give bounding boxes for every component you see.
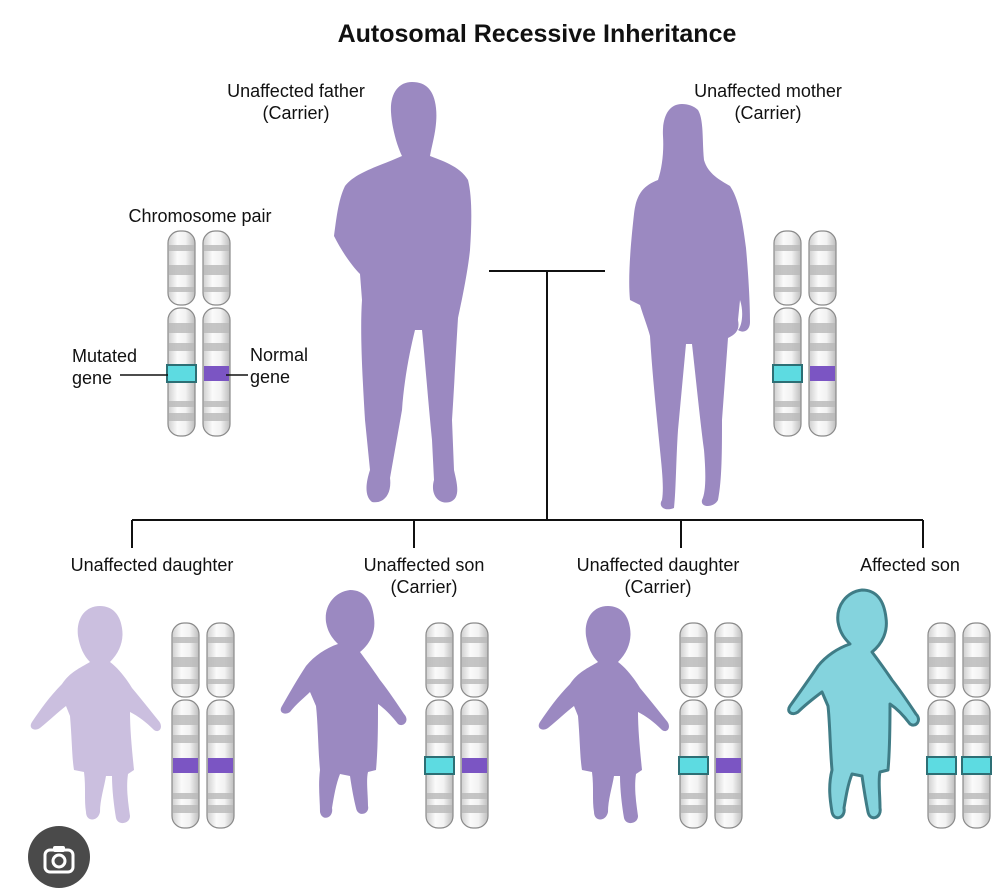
mutated-gene-label-line2: gene <box>72 368 113 388</box>
normal-gene-label: Normal gene <box>250 344 308 388</box>
mutated-gene-band <box>926 756 957 775</box>
child-1-label-line1: Unaffected daughter <box>70 555 234 575</box>
normal-gene-band <box>173 758 198 773</box>
inheritance-diagram <box>30 82 992 829</box>
child-2-label-line1: Unaffected son <box>363 555 485 575</box>
father-silhouette <box>334 82 472 503</box>
chromosome-pair-label: Chromosome pair <box>128 206 272 226</box>
mother-label-line1: Unaffected mother <box>694 81 842 101</box>
normal-gene-label-line1: Normal <box>250 345 309 365</box>
chromosome-left <box>166 230 197 437</box>
chromosome-left <box>171 622 200 829</box>
child-1-chromosome-pair <box>171 622 235 829</box>
chromosome-right <box>808 230 837 437</box>
father-label-line1: Unaffected father <box>227 81 365 101</box>
chromosome-right <box>460 622 489 829</box>
child-3-silhouette <box>538 606 669 824</box>
mother-label: Unaffected mother (Carrier) <box>668 80 868 124</box>
child-1-label: Unaffected daughter <box>42 554 262 576</box>
mother-chromosome-pair <box>772 230 837 437</box>
chromosome-right <box>202 230 231 437</box>
diagram-title: Autosomal Recessive Inheritance <box>337 20 737 48</box>
normal-gene-band <box>716 758 741 773</box>
chromosome-left <box>424 622 455 829</box>
mutated-gene-band <box>424 756 455 775</box>
chromosome-right <box>714 622 743 829</box>
child-3-label: Unaffected daughter (Carrier) <box>548 554 768 598</box>
mutated-gene-label-line1: Mutated <box>72 346 138 366</box>
mother-silhouette <box>629 104 750 510</box>
normal-gene-band <box>204 366 229 381</box>
normal-gene-band <box>208 758 233 773</box>
mutated-gene-band <box>678 756 709 775</box>
child-4-label-line1: Affected son <box>860 555 960 575</box>
father-label: Unaffected father (Carrier) <box>196 80 396 124</box>
child-4-label: Affected son <box>830 554 990 576</box>
child-3-chromosome-pair <box>678 622 743 829</box>
mother-label-line2: (Carrier) <box>734 103 802 123</box>
pedigree-lines <box>131 270 924 548</box>
legend-chromosome-pair <box>166 230 231 437</box>
normal-gene-label-line2: gene <box>250 367 291 387</box>
chromosome-left <box>678 622 709 829</box>
chromosome-pairs <box>166 230 992 829</box>
chromosome-right <box>206 622 235 829</box>
child-4-silhouette <box>787 588 920 820</box>
chromosome-left <box>772 230 803 437</box>
child-1-silhouette <box>30 606 161 824</box>
camera-lens-icon[interactable] <box>28 826 90 888</box>
child-2-chromosome-pair <box>424 622 489 829</box>
child-4-chromosome-pair <box>926 622 992 829</box>
child-3-label-line1: Unaffected daughter <box>576 555 740 575</box>
mutated-gene-label: Mutated gene <box>72 345 137 389</box>
child-2-silhouette <box>280 590 407 818</box>
father-label-line2: (Carrier) <box>262 103 330 123</box>
normal-gene-band <box>462 758 487 773</box>
normal-gene-band <box>810 366 835 381</box>
child-3-label-line2: (Carrier) <box>624 577 692 597</box>
child-2-label-line2: (Carrier) <box>390 577 458 597</box>
child-2-label: Unaffected son (Carrier) <box>324 554 524 598</box>
mutated-gene-band <box>961 756 992 775</box>
camera-lens-glyph <box>43 846 75 874</box>
mutated-gene-band <box>166 364 197 383</box>
chromosome-left <box>926 622 957 829</box>
chromosome-right <box>961 622 992 829</box>
mutated-gene-band <box>772 364 803 383</box>
